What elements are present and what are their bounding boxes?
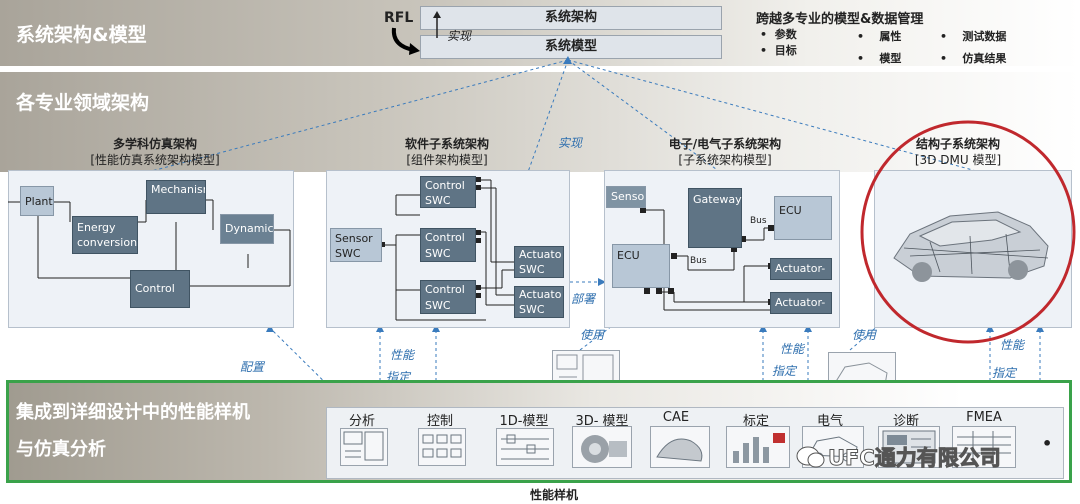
- tool-thumb-control: [418, 428, 466, 466]
- integration-title-line1: 集成到详细设计中的性能样机: [16, 402, 250, 423]
- deploy-label: 部署: [571, 292, 596, 306]
- watermark: UFC通力有限公司: [796, 442, 1048, 472]
- tool-thumb-3d-model: [572, 426, 632, 468]
- multi-panel-subtitle: [性能仿真系统架构模型]: [90, 153, 220, 167]
- tool-label-fmea: FMEA: [966, 410, 1002, 425]
- rfl-label: RFL: [384, 10, 414, 26]
- control-swc-block-3: Control SWC: [420, 280, 476, 314]
- ee-panel-subtitle: [子系统架构模型]: [678, 153, 772, 167]
- tool-label-calibration: 标定: [742, 414, 769, 429]
- mgmt-item: • 测试数据: [940, 30, 1007, 43]
- tool-thumb-fmea: [952, 426, 1016, 468]
- system-model-label: 系统模型: [544, 39, 597, 54]
- control-swc-block-1: Control SWC: [420, 176, 476, 208]
- domain-band: [0, 72, 1080, 172]
- mgmt-item: • 仿真结果: [940, 52, 1007, 65]
- mgmt-item: • 目标: [760, 44, 797, 57]
- integration-title-line2: 与仿真分析: [16, 439, 106, 460]
- performance-label-3: 性能: [1000, 338, 1025, 352]
- sensor-block: Sensor: [606, 186, 646, 208]
- link-line: [849, 323, 881, 351]
- plant-block: Plant: [20, 186, 54, 216]
- tool-thumb-analysis: [340, 428, 388, 466]
- actuator-r-block: Actuator-R: [770, 292, 832, 314]
- car-dmu-icon: [893, 211, 1049, 282]
- ecu-block-2: ECU: [612, 244, 670, 288]
- link-line: [567, 59, 981, 173]
- use-label-2: 使用: [852, 328, 877, 342]
- link-line: [147, 59, 569, 173]
- software-panel-subtitle: [组件架构模型]: [406, 153, 488, 167]
- link-line: [527, 59, 569, 173]
- actuator-swc-block-1: Actuato SWC: [514, 246, 564, 278]
- tool-thumb-diagnosis: [878, 426, 940, 468]
- performance-label-2: 性能: [780, 342, 805, 356]
- tool-label-3d-model: 3D- 模型: [575, 414, 629, 429]
- mgmt-item: • 参数: [760, 28, 797, 41]
- multi-panel-title: 多学科仿真架构: [112, 137, 197, 151]
- implement-link-label: 实现: [558, 136, 583, 150]
- system-architecture-label: 系统架构: [544, 10, 597, 25]
- ecu-block-1: ECU: [774, 196, 832, 240]
- actuator-l-block: Actuator-L: [770, 258, 832, 280]
- performance-label-1: 性能: [390, 348, 415, 362]
- watermark-text: UFC通力有限公司: [828, 446, 1002, 471]
- up-arrow-icon: [433, 11, 441, 38]
- config-label: 配置: [240, 360, 265, 374]
- tool-label-analysis: 分析: [348, 414, 375, 429]
- tool-label-control: 控制: [426, 414, 453, 429]
- implement-label: 实现: [447, 29, 472, 43]
- software-panel-title: 软件子系统架构: [404, 137, 489, 151]
- software-panel-wires: [380, 177, 514, 321]
- link-line: [579, 325, 613, 351]
- tool-label-diagnosis: 诊断: [892, 414, 919, 429]
- wechat-icon: [796, 446, 825, 468]
- assign-label-2: 指定: [772, 364, 797, 378]
- bus-label: Bus: [750, 216, 767, 226]
- mechanism-block: Mechanism: [146, 180, 206, 214]
- control-block: Control: [130, 270, 190, 308]
- dynamic-block: Dynamic: [220, 214, 274, 244]
- control-swc-block-2: Control SWC: [420, 228, 476, 262]
- tool-thumb-1d-model: [496, 428, 554, 466]
- sensor-swc-block: Sensor SWC: [330, 228, 382, 262]
- struct-panel-title: 结构子系统架构: [915, 137, 1000, 151]
- tool-thumb-calibration: [726, 426, 790, 468]
- struct-panel-subtitle: [3D DMU 模型]: [914, 153, 1002, 167]
- tool-thumb-cae: [650, 426, 710, 468]
- gateway-block: Gateway: [688, 188, 742, 248]
- bus-label: Bus: [690, 256, 707, 266]
- rfl-curve-arrow: [391, 27, 420, 55]
- tool-label-cae: CAE: [662, 410, 690, 425]
- mgmt-item: • 属性: [857, 30, 902, 43]
- system-architecture-box: 系统架构: [420, 6, 722, 30]
- actuator-swc-block-2: Actuato SWC: [514, 286, 564, 318]
- domain-band-title: 各专业领域架构: [16, 92, 150, 114]
- use-label-1: 使用: [580, 328, 605, 342]
- tool-label-electrical: 电气: [816, 414, 843, 429]
- top-band-title: 系统架构&模型: [16, 24, 147, 46]
- tool-label-1d-model: 1D-模型: [499, 414, 549, 429]
- highlight-circle: [860, 120, 1076, 344]
- prototype-caption: 性能样机: [530, 488, 579, 502]
- mgmt-title: 跨越多专业的模型&数据管理: [756, 12, 924, 27]
- link-line: [567, 59, 721, 173]
- energy-conversion-block: Energy conversion: [72, 216, 138, 254]
- mgmt-item: • 模型: [857, 52, 902, 65]
- ee-panel-title: 电子/电气子系统架构: [668, 137, 782, 151]
- system-model-box: 系统模型: [420, 35, 722, 59]
- assign-label-3: 指定: [992, 366, 1017, 380]
- more-dot: •: [1042, 434, 1053, 453]
